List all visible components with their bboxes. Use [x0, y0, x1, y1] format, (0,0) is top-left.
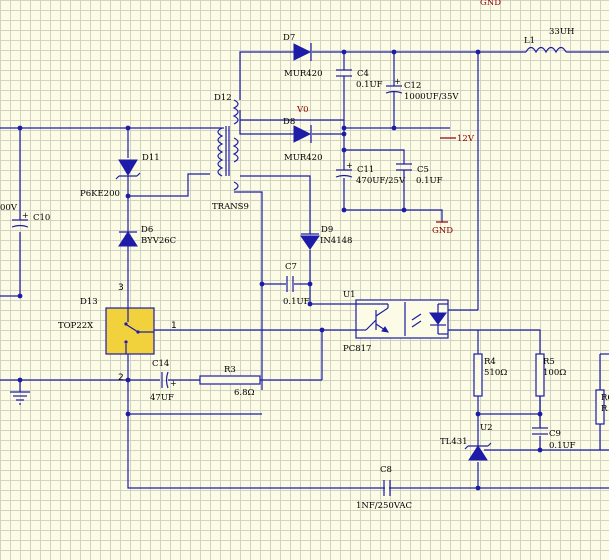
- ground-symbol: [10, 391, 30, 405]
- diode-d11[interactable]: D11 P6KE200: [80, 153, 160, 199]
- resistor-r3[interactable]: R3 6.8Ω: [199, 365, 261, 398]
- r6-ref: R6: [601, 393, 609, 403]
- diode-d6[interactable]: D6 BYV26C: [118, 225, 176, 247]
- d12-ref: D12: [214, 93, 232, 103]
- diode-d9[interactable]: D9 IN4148: [300, 225, 352, 250]
- c8-ref: C8: [380, 465, 392, 475]
- c10-ref: C10: [33, 213, 50, 223]
- gnd-mid-label: GND: [432, 226, 453, 236]
- c10-plus-sign: +: [22, 211, 29, 220]
- regulator-u2[interactable]: U2 TL431: [440, 423, 493, 461]
- c4-value: 0.1UF: [356, 80, 383, 90]
- u2-value: TL431: [440, 437, 468, 447]
- c4-ref: C4: [357, 69, 369, 79]
- u1-ref: U1: [343, 290, 356, 300]
- c14-ref: C14: [152, 359, 169, 369]
- c7-value: 0.1UF: [283, 297, 310, 307]
- c9-value: 0.1UF: [549, 441, 576, 451]
- net-12v: 12V: [440, 134, 475, 144]
- d8-value: MUR420: [284, 153, 323, 163]
- d6-value: BYV26C: [141, 236, 176, 246]
- d11-value: P6KE200: [80, 189, 120, 199]
- capacitor-c11[interactable]: + C11 470UF/25V: [335, 161, 406, 186]
- net-12v-label: 12V: [457, 134, 475, 144]
- pin1-label: 1: [171, 321, 177, 331]
- r3-value: 6.8Ω: [234, 388, 255, 398]
- c11-plus-sign: +: [346, 161, 353, 170]
- c10-value: 00V: [0, 203, 18, 213]
- transformer-value: TRANS9: [212, 202, 249, 212]
- c5-value: 0.1UF: [416, 176, 443, 186]
- c8-value: 1NF/250VAC: [356, 501, 412, 511]
- pin3-label: 3: [118, 283, 124, 293]
- r6-value: R: [601, 404, 608, 414]
- capacitor-c7[interactable]: C7 0.1UF: [283, 262, 310, 307]
- capacitor-c14[interactable]: + C14 47UF: [150, 359, 177, 403]
- transformer-d12[interactable]: D12 TRANS9: [212, 93, 249, 212]
- d8-ref: D8: [283, 117, 295, 127]
- c12-plus-sign: +: [394, 77, 401, 86]
- capacitor-c4[interactable]: C4 0.1UF: [336, 69, 383, 90]
- c14-plus-sign: +: [170, 379, 177, 388]
- c9-ref: C9: [549, 429, 561, 439]
- c12-ref: C12: [404, 81, 421, 91]
- capacitor-c9[interactable]: C9 0.1UF: [532, 427, 576, 451]
- gnd-top-label: GND: [480, 0, 501, 8]
- optocoupler-u1[interactable]: U1 PC817: [343, 290, 449, 354]
- diode-d7[interactable]: D7 MUR420: [283, 33, 323, 79]
- r4-ref: R4: [484, 357, 496, 367]
- l1-value: 33UH: [549, 27, 574, 37]
- d11-ref: D11: [142, 153, 160, 163]
- capacitor-c5[interactable]: C5 0.1UF: [396, 163, 443, 186]
- top-value: TOP22X: [58, 321, 94, 331]
- capacitor-c8[interactable]: C8 1NF/250VAC: [356, 465, 412, 511]
- c12-value: 1000UF/35V: [404, 92, 459, 102]
- wires: [0, 51, 609, 489]
- capacitor-c12[interactable]: + C12 1000UF/35V: [385, 77, 459, 102]
- r3-ref: R3: [224, 365, 236, 375]
- u1-value: PC817: [343, 344, 371, 354]
- resistor-r6[interactable]: R6 R: [595, 354, 609, 425]
- v0-net-label: V0: [296, 105, 309, 115]
- r4-value: 510Ω: [484, 368, 507, 378]
- c11-ref: C11: [357, 165, 374, 175]
- c11-value: 470UF/25V: [356, 176, 406, 186]
- d7-ref: D7: [283, 33, 295, 43]
- c14-value: 47UF: [150, 393, 174, 403]
- resistor-r4[interactable]: R4 510Ω: [473, 353, 507, 397]
- d9-ref: D9: [321, 225, 333, 235]
- r5-ref: R5: [543, 357, 555, 367]
- inductor-l1[interactable]: L1 33UH: [524, 27, 574, 54]
- l1-ref: L1: [524, 36, 535, 46]
- gnd-mid: GND: [432, 221, 453, 236]
- ic-top22x[interactable]: D13 TOP22X 3 1 2: [58, 283, 177, 383]
- diode-d8[interactable]: D8 MUR420: [283, 117, 323, 163]
- d7-value: MUR420: [284, 69, 323, 79]
- u2-ref: U2: [480, 423, 493, 433]
- d13-ref: D13: [80, 297, 98, 307]
- capacitor-c10[interactable]: + 00V C10: [0, 203, 50, 228]
- c7-ref: C7: [285, 262, 297, 272]
- junction-dots: [17, 49, 543, 491]
- d6-ref: D6: [141, 225, 153, 235]
- d9-value: IN4148: [320, 236, 352, 246]
- c5-ref: C5: [417, 165, 429, 175]
- resistor-r5[interactable]: R5 100Ω: [535, 353, 566, 397]
- r5-value: 100Ω: [543, 368, 566, 378]
- pin2-label: 2: [118, 373, 124, 383]
